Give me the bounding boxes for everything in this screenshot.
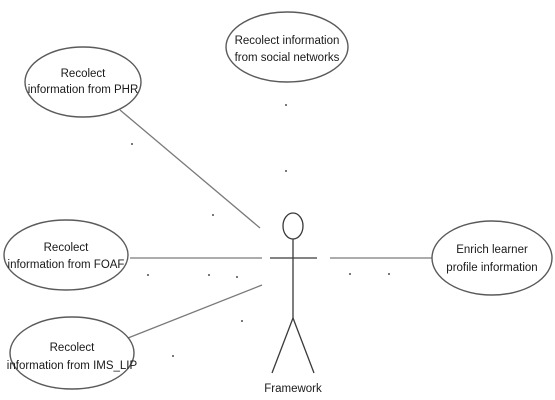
association-mark [285,104,287,106]
association-mark [131,143,133,145]
use-case-label: Recolect [44,242,90,254]
actor-framework: Framework [264,212,322,395]
association-mark [241,320,243,322]
association-ims-lip [127,284,263,339]
use-case-foaf: Recolect information from FOAF [3,219,129,291]
use-case-ellipse [225,11,349,83]
association-mark [212,214,214,216]
use-case-ellipse [24,46,142,118]
actor-left-leg [271,317,294,374]
actor-right-leg [292,317,315,374]
association-mark [285,170,287,172]
association-mark [208,274,210,276]
use-case-enrich: Enrich learner profile information [431,220,553,296]
use-case-label: profile information [446,262,537,274]
actor-label: Framework [264,383,322,395]
use-case-label: information from IMS_LIP [7,360,138,372]
use-case-label: Recolect [50,342,96,354]
use-case-label: from social networks [235,52,340,64]
use-case-label: Enrich learner [456,244,528,256]
use-case-phr: Recolect information from PHR [24,46,142,118]
use-case-social-networks: Recolect information from social network… [225,11,349,83]
use-case-ims-lip: Recolect information from IMS_LIP [7,316,138,390]
use-case-ellipse [9,316,135,390]
association-phr [119,109,261,229]
use-case-label: information from FOAF [8,259,125,271]
association-mark [236,276,238,278]
association-mark [349,273,351,275]
actor-head [282,212,304,240]
use-case-label: Recolect information [235,35,340,47]
association-mark [388,273,390,275]
use-case-label: Recolect [61,68,107,80]
use-case-label: information from PHR [28,84,139,96]
association-mark [172,355,174,357]
use-case-ellipse [431,220,553,296]
association-mark [147,274,149,276]
use-case-ellipse [3,219,129,291]
